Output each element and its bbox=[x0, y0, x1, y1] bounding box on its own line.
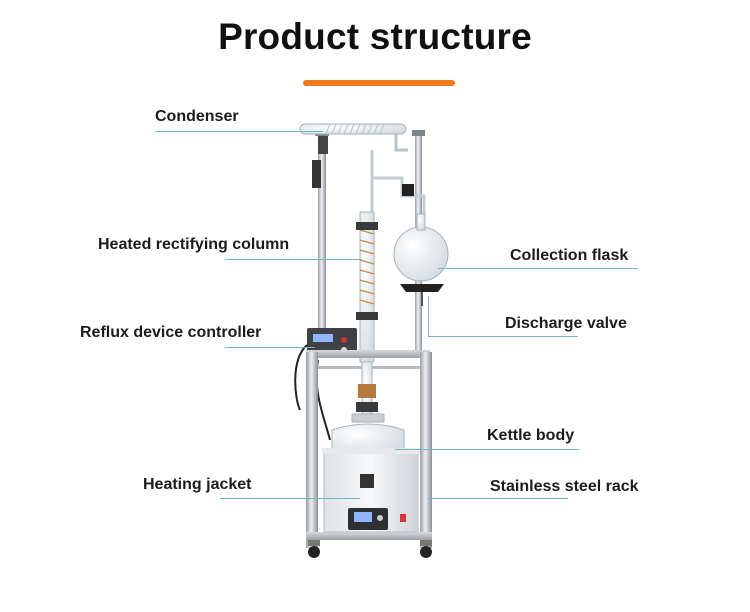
wheel-left bbox=[308, 546, 320, 558]
column-collar bbox=[356, 222, 378, 230]
flask-ring bbox=[400, 284, 444, 292]
collection-flask-bulb bbox=[393, 226, 449, 282]
frame-bottom-rail bbox=[306, 532, 432, 540]
rectifying-column bbox=[359, 211, 375, 363]
leader-discharge-valve bbox=[428, 336, 578, 337]
title-underline bbox=[303, 80, 455, 86]
valve-body-2 bbox=[356, 402, 378, 412]
leader-heated-rectifying-column bbox=[225, 259, 362, 260]
controller-cable-2 bbox=[315, 359, 331, 441]
valve-body bbox=[358, 384, 376, 398]
label-collection-flask: Collection flask bbox=[510, 247, 629, 264]
jacket-switch bbox=[400, 514, 406, 522]
label-heated-rectifying-column: Heated rectifying column bbox=[98, 236, 290, 253]
column-collar-2 bbox=[356, 312, 378, 320]
side-clamp bbox=[312, 160, 321, 188]
controller-cable bbox=[294, 344, 308, 411]
leader-condenser bbox=[155, 131, 323, 132]
leader-kettle-body bbox=[395, 449, 579, 450]
leader-discharge-valve-vertical bbox=[428, 296, 429, 336]
valve-knob bbox=[402, 184, 414, 196]
jacket-label bbox=[360, 474, 374, 488]
column-heating-wire bbox=[359, 229, 375, 305]
label-reflux-device-controller: Reflux device controller bbox=[80, 324, 262, 341]
label-condenser: Condenser bbox=[155, 108, 239, 125]
kettle-body bbox=[331, 423, 405, 455]
wheel-right bbox=[420, 546, 432, 558]
leader-collection-flask bbox=[438, 268, 638, 269]
condenser-outlet bbox=[394, 134, 408, 152]
label-stainless-steel-rack: Stainless steel rack bbox=[490, 478, 639, 495]
flask-neck bbox=[416, 213, 426, 231]
page-title: Product structure bbox=[218, 16, 532, 57]
leader-reflux-device-controller bbox=[225, 347, 315, 348]
controller-screen bbox=[313, 334, 333, 342]
kettle-lid bbox=[351, 413, 385, 423]
condenser-coil bbox=[325, 123, 385, 135]
frame-left-leg bbox=[306, 352, 318, 548]
label-discharge-valve: Discharge valve bbox=[505, 315, 627, 332]
pole-cap-right bbox=[412, 130, 425, 136]
leader-heating-jacket bbox=[220, 498, 360, 499]
condenser-clamp bbox=[318, 136, 328, 154]
leader-stainless-steel-rack bbox=[428, 498, 568, 499]
label-kettle-body: Kettle body bbox=[487, 427, 575, 444]
left-pole bbox=[318, 132, 326, 352]
jacket-top bbox=[322, 448, 420, 454]
jacket-screen bbox=[354, 512, 372, 522]
frame-top-rail bbox=[306, 350, 430, 358]
frame-right-leg bbox=[420, 352, 432, 548]
label-heating-jacket: Heating jacket bbox=[143, 476, 252, 493]
